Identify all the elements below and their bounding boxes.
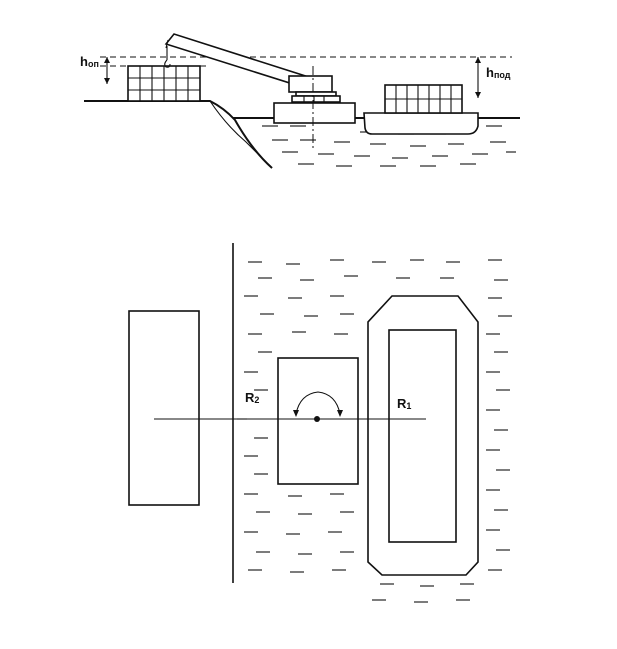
plan-water-waves xyxy=(244,259,512,603)
crane-pontoon xyxy=(273,102,356,124)
crane-hook xyxy=(164,46,171,68)
barge-side xyxy=(363,112,479,135)
h-shore-label: hоп xyxy=(80,54,99,69)
shore-ground xyxy=(84,100,273,169)
barge-plan-hull xyxy=(367,295,479,576)
barge-cargo-stack xyxy=(384,84,463,114)
crane-cab xyxy=(288,75,341,103)
h-lift-dimension: hпод xyxy=(475,57,511,98)
rotation-center xyxy=(314,416,320,422)
plan-view: R2 R1 xyxy=(128,243,512,603)
h-shore-dimension: hоп xyxy=(80,54,110,84)
shore-slope-inner xyxy=(209,100,273,169)
rotation-arc xyxy=(293,391,343,417)
shore-storage-area xyxy=(128,310,200,506)
r1-label: R1 xyxy=(397,396,411,411)
shore-cargo-stack xyxy=(127,65,201,102)
r2-label: R2 xyxy=(245,390,259,405)
h-lift-label: hпод xyxy=(486,65,511,80)
barge-plan-hold xyxy=(388,329,457,543)
side-view: hоп hпод xyxy=(80,33,520,169)
